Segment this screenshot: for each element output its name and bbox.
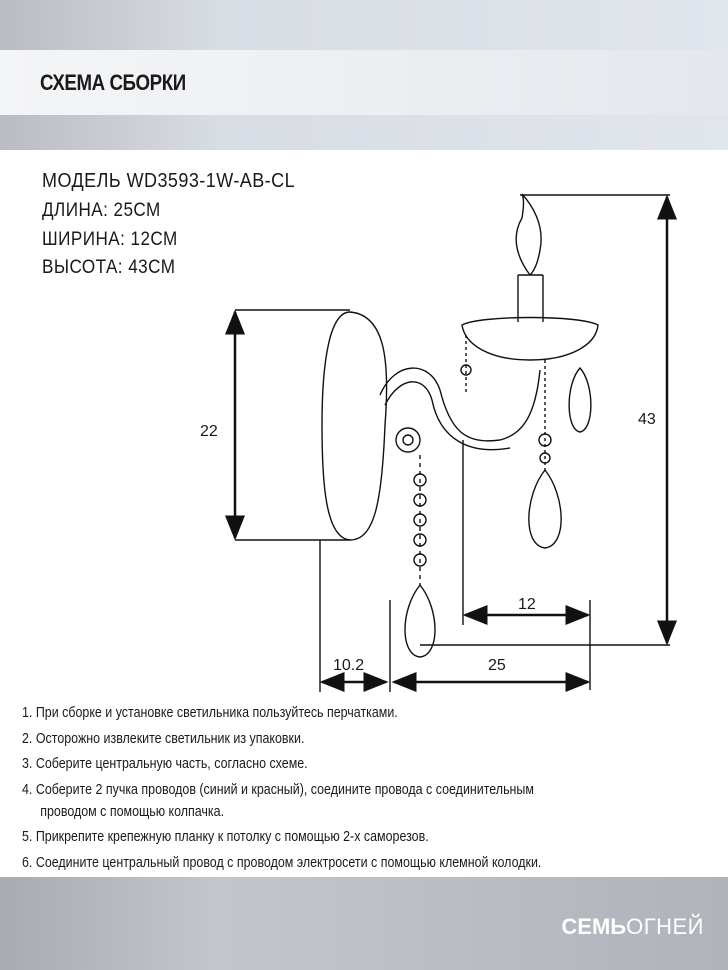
brand-logo: СЕМЬОГНЕЙ (561, 914, 704, 939)
instructions-list: 1. При сборке и установке светильника по… (22, 702, 728, 877)
length-spec: ДЛИНА: 25СМ (42, 200, 161, 221)
dim-length-label: 25 (488, 657, 506, 674)
instruction-step: 1. При сборке и установке светильника по… (22, 704, 398, 721)
footer-band: СЕМЬОГНЕЙ (0, 877, 728, 970)
sconce-diagram: 22 43 12 10.2 25 (200, 193, 677, 692)
header-band: СХЕМА СБОРКИ (0, 0, 728, 150)
flame (515, 193, 542, 276)
crystal-center (528, 468, 562, 549)
dim-width-label: 12 (518, 596, 536, 613)
sconce-drawing (321, 193, 599, 658)
dim-backplate-label: 22 (200, 423, 218, 440)
crystal-left (404, 583, 436, 658)
instruction-step: 4. Соберите 2 пучка проводов (синий и кр… (22, 780, 534, 798)
bobeche (461, 316, 599, 361)
arm (379, 367, 541, 442)
dim-height-label: 43 (638, 411, 656, 428)
candle (517, 274, 544, 322)
instruction-step: 3. Соберите центральную часть, согласно … (22, 755, 308, 772)
instruction-step: 5. Прикрепите крепежную планку к потолку… (22, 828, 429, 845)
instruction-step: 6. Соедините центральный провод с провод… (22, 853, 542, 871)
dim-depth-label: 10.2 (333, 657, 364, 674)
page-title: СХЕМА СБОРКИ (40, 70, 186, 95)
dimension-lines (225, 194, 677, 692)
model-label: МОДЕЛЬ WD3593-1W-AB-CL (42, 170, 296, 192)
crystal-right (568, 366, 592, 433)
width-spec: ШИРИНА: 12СМ (42, 229, 178, 250)
instruction-step: 2. Осторожно извлеките светильник из упа… (22, 729, 305, 747)
backplate (321, 311, 388, 541)
height-spec: ВЫСОТА: 43СМ (42, 257, 176, 278)
instruction-step-continued: проводом с помощью колпачка. (40, 802, 225, 820)
header-strip (0, 50, 728, 115)
